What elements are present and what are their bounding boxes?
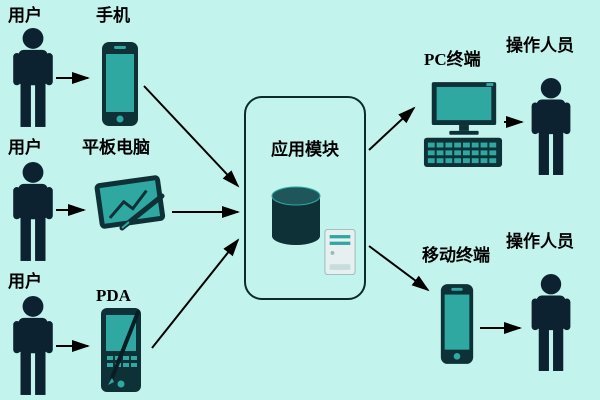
tablet-icon [94,175,166,231]
label-pc-terminal: PC终端 [424,50,481,69]
operator-top-icon [528,78,574,176]
label-mobile-terminal: 移动终端 [422,246,490,265]
mobile-terminal-icon [438,280,476,368]
pda-icon [98,306,144,394]
smartphone-icon [102,42,138,126]
label-operator-top: 操作人员 [506,36,574,55]
smartphone-icon [440,284,474,364]
app-module-box: 应用模块 [244,96,366,300]
label-tablet: 平板电脑 [82,138,150,157]
person-silhouette-icon [13,296,53,395]
desktop-pc-icon [423,82,503,167]
label-user-2: 用户 [8,138,42,157]
arrow-phone-to-module [143,85,240,188]
label-phone: 手机 [96,6,130,25]
operator-bottom-icon [528,274,574,372]
label-user-1: 用户 [8,6,42,25]
user3-icon [10,296,56,396]
server-tower-icon [324,228,356,276]
arrow-module-to-pc [368,106,416,151]
user1-icon [10,28,56,128]
label-operator-bottom: 操作人员 [506,232,574,251]
label-app-module: 应用模块 [271,140,339,159]
person-silhouette-icon [13,162,53,261]
person-silhouette-icon [531,274,571,371]
arrow-pda-to-module [151,238,240,349]
database-cylinder-icon [271,186,321,245]
pda-icon [101,308,141,392]
label-user-3: 用户 [8,272,42,291]
database-cylinder-icon [268,184,324,250]
label-pda: PDA [96,286,131,305]
person-silhouette-icon [13,28,53,127]
tablet-icon [92,170,168,236]
desktop-pc-icon [422,78,504,174]
smartphone-icon [100,40,140,128]
server-tower-icon [324,228,356,276]
user2-icon [10,162,56,262]
arrow-module-to-mobile [368,245,430,292]
person-silhouette-icon [531,78,571,175]
